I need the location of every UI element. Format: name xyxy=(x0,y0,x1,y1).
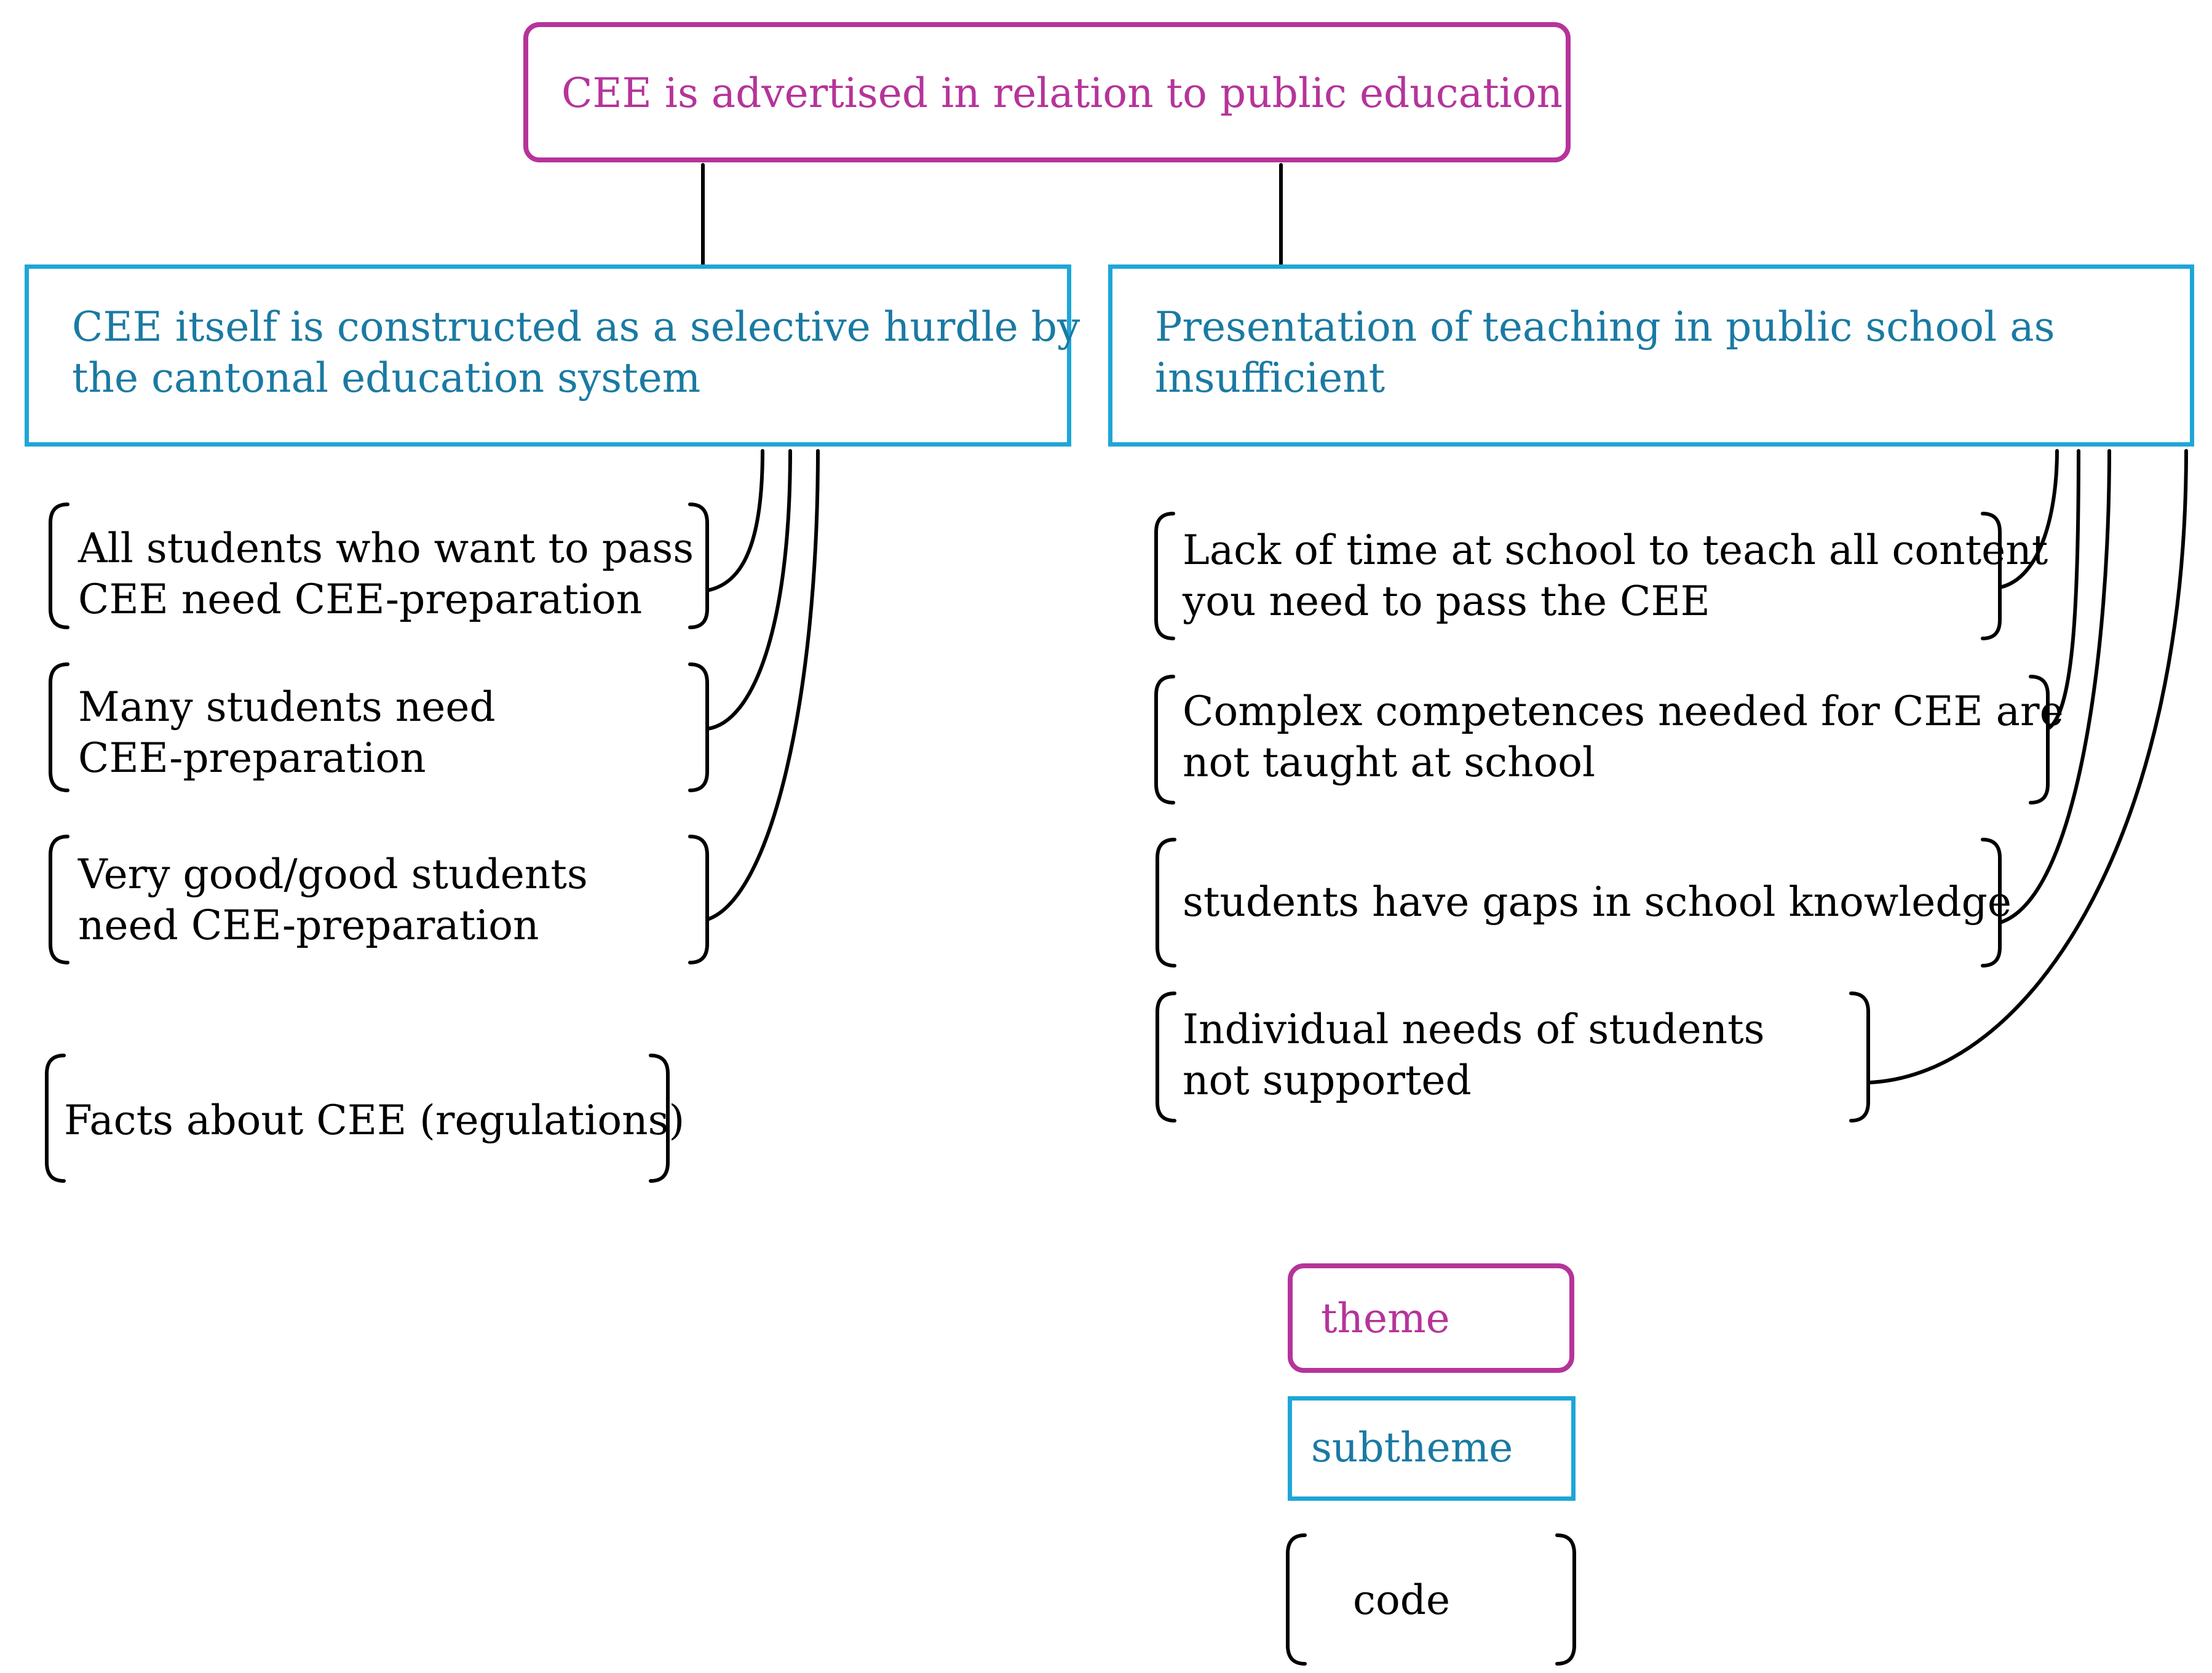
code-right-2-line-2: not taught at school xyxy=(1183,739,1596,786)
code-right-3-line-1: students have gaps in school knowledge xyxy=(1183,878,2012,926)
subtheme-2-line-1: Presentation of teaching in public schoo… xyxy=(1155,303,2055,351)
theme-box xyxy=(523,22,1571,162)
code-bracket-left-4 xyxy=(45,1054,670,1183)
code-right-1-line-2: you need to pass the CEE xyxy=(1183,578,1710,625)
code-right-1-line-1: Lack of time at school to teach all cont… xyxy=(1183,527,2048,574)
code-bracket-right-4 xyxy=(1156,991,1870,1123)
code-bracket-right-1 xyxy=(1154,512,2002,640)
subtheme-box-1 xyxy=(25,264,1071,447)
code-left-2-line-1: Many students need xyxy=(78,683,496,731)
code-bracket-left-2 xyxy=(49,662,709,792)
subtheme-1-line-1: CEE itself is constructed as a selective… xyxy=(72,303,1080,351)
code-left-2-line-2: CEE-preparation xyxy=(78,734,426,782)
code-bracket-left-1 xyxy=(49,503,709,629)
legend-subtheme-box xyxy=(1288,1396,1576,1501)
code-bracket-left-3 xyxy=(49,835,709,964)
code-right-4-line-2: not supported xyxy=(1183,1057,1472,1104)
legend-subtheme-label: subtheme xyxy=(1311,1424,1513,1471)
connector-subtheme2-code2 xyxy=(2046,449,2080,731)
connector-subtheme1-code3 xyxy=(705,449,820,921)
code-left-1-line-1: All students who want to pass xyxy=(78,525,694,572)
subtheme-1-line-2: the cantonal education system xyxy=(72,354,701,402)
code-facts-label: Facts about CEE (regulations) xyxy=(64,1097,685,1144)
code-left-3-line-2: need CEE-preparation xyxy=(78,902,539,949)
code-left-3-line-1: Very good/good students xyxy=(78,851,588,898)
code-bracket-right-3 xyxy=(1156,838,2002,968)
code-bracket-right-2 xyxy=(1154,675,2050,805)
code-left-1-line-2: CEE need CEE-preparation xyxy=(78,576,643,623)
theme-label: CEE is advertised in relation to public … xyxy=(561,70,1563,117)
subtheme-box-2 xyxy=(1108,264,2194,447)
connector-subtheme1-code2 xyxy=(705,449,792,731)
legend-code-label: code xyxy=(1353,1576,1451,1624)
connector-subtheme2-code1 xyxy=(1998,449,2059,589)
connector-subtheme2-code3 xyxy=(1998,449,2111,924)
legend-theme-label: theme xyxy=(1321,1295,1450,1342)
subtheme-2-line-2: insufficient xyxy=(1155,354,1385,402)
code-right-2-line-1: Complex competences needed for CEE are xyxy=(1183,688,2064,735)
connector-subtheme2-code4 xyxy=(1866,449,2188,1084)
code-right-4-line-1: Individual needs of students xyxy=(1183,1006,1765,1053)
legend-code-bracket xyxy=(1286,1533,1576,1666)
legend-theme-box xyxy=(1288,1263,1574,1373)
connector-subtheme1-code1 xyxy=(705,449,764,592)
